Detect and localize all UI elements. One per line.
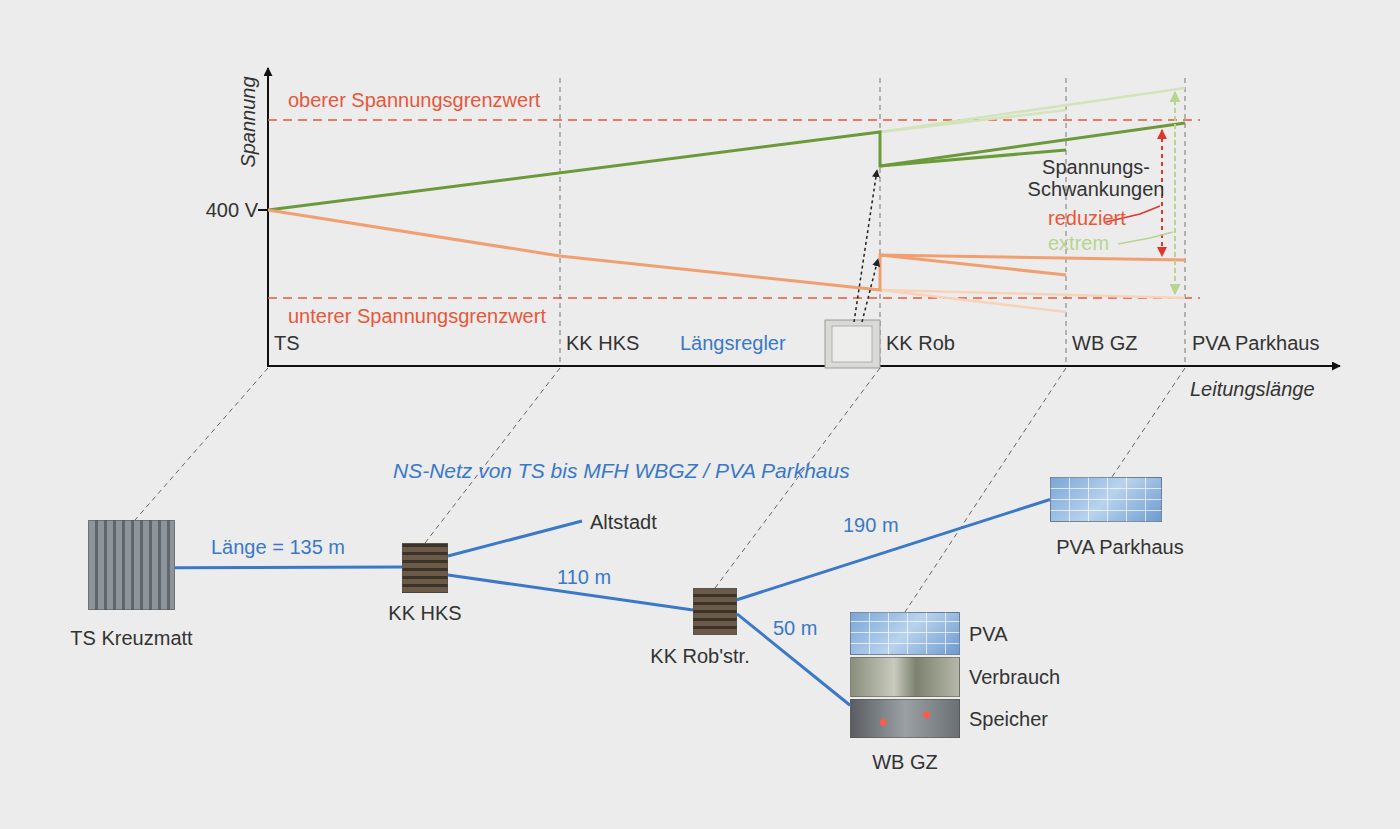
node-label: TS Kreuzmatt [70, 626, 192, 650]
node-label: WB GZ [872, 750, 938, 774]
cable-line [737, 614, 850, 705]
limit-label: oberer Spannungsgrenzwert [288, 88, 540, 112]
branch-label: Altstadt [590, 510, 657, 534]
storage-photo: Speicher [850, 699, 960, 738]
node-label: Speicher [969, 707, 1048, 731]
regulator-arrow [862, 259, 878, 322]
voltage-curve-extreme [880, 88, 1185, 132]
node-label: PVA [969, 622, 1008, 646]
cable-line [737, 500, 1050, 600]
cable-line [448, 521, 582, 556]
regulator-photo [825, 320, 880, 368]
axis-title: Leitungslänge [1190, 377, 1315, 401]
leader-line [1112, 368, 1185, 477]
position-guide [1185, 78, 1186, 366]
axis-tick [258, 209, 268, 211]
annotation-text: Spannungs- Schwankungen [1026, 156, 1166, 200]
position-label: KK HKS [566, 331, 639, 355]
cable-cabinet: KK Rob'str. [693, 588, 737, 635]
cable-length: 190 m [843, 513, 899, 537]
building-photo: Verbrauch [850, 657, 960, 697]
axis-value: 400 V [206, 198, 258, 222]
y-axis [267, 68, 269, 367]
voltage-curve-extreme [880, 110, 1066, 132]
diagram-title: NS-Netz von TS bis MFH WBGZ / PVA Parkha… [393, 459, 850, 483]
pv-array: PVA [850, 612, 960, 655]
voltage-curve-low [880, 255, 1066, 275]
building-group: WB GZPVAVerbrauchSpeicher [850, 612, 960, 738]
fluctuation-arrow-extreme [1174, 92, 1176, 294]
voltage-curve-extreme [880, 290, 1185, 298]
regulator-photo [832, 326, 872, 362]
node-label: KK HKS [388, 601, 461, 625]
x-axis [267, 365, 1340, 367]
node-label: PVA Parkhaus [1056, 535, 1183, 559]
position-label: KK Rob [886, 331, 955, 355]
voltage-curve-high [880, 150, 1066, 166]
leader-line [905, 368, 1066, 612]
voltage-curve-low [268, 210, 1185, 290]
annotation-text: extrem [1048, 231, 1109, 255]
limit-label: unterer Spannungsgrenzwert [288, 304, 546, 328]
cable-line [175, 566, 402, 570]
regulator-label: Längsregler [680, 331, 786, 355]
node-label: Verbrauch [969, 665, 1060, 689]
leader-line [135, 368, 268, 520]
cable-cabinet: KK HKS [402, 543, 448, 593]
upper-limit-line [268, 119, 1200, 121]
leader-line [1118, 232, 1173, 244]
voltage-curve-high [268, 123, 1185, 210]
node-label: KK Rob'str. [650, 644, 749, 668]
cable-length: 50 m [773, 616, 817, 640]
position-guide [560, 78, 561, 366]
lower-limit-line [268, 297, 1200, 299]
cable-length: 110 m [557, 565, 611, 589]
position-label: TS [274, 331, 300, 355]
axis-title: Spannung [236, 76, 260, 167]
regulator-arrow [854, 170, 877, 322]
voltage-curve-extreme [880, 290, 1066, 312]
annotation-text: reduziert [1048, 206, 1126, 230]
position-label: WB GZ [1072, 331, 1138, 355]
cable-length: Länge = 135 m [211, 535, 345, 559]
pv-array: PVA Parkhaus [1050, 477, 1162, 522]
transformer-station: TS Kreuzmatt [88, 520, 175, 610]
leader-line [425, 368, 560, 543]
position-label: PVA Parkhaus [1192, 331, 1319, 355]
